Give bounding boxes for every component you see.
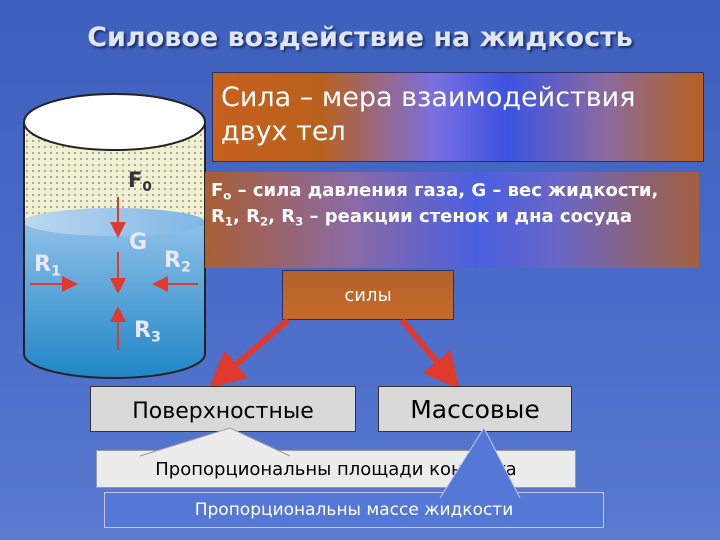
arrow-to-surface <box>208 317 290 388</box>
label-f0: F0 <box>128 168 152 196</box>
label-r1: R1 <box>34 252 61 280</box>
label-g: G <box>129 230 148 255</box>
arrow-to-mass <box>399 318 460 390</box>
label-r2: R2 <box>164 248 191 276</box>
page-title: Силовое воздействие на жидкость <box>87 22 633 53</box>
forces-box: силы <box>282 270 454 320</box>
callout-surface <box>139 427 291 457</box>
mass-forces-box: Массовые <box>378 386 572 432</box>
definition-box: Сила – мера взаимодействия двух тел <box>212 72 704 162</box>
label-r3: R3 <box>134 318 161 346</box>
vessel-opening <box>23 93 206 151</box>
legend-box: Fо – сила давления газа, G – вес жидкост… <box>205 172 699 268</box>
mass-property-box: Пропорциональны массе жидкости <box>104 492 604 528</box>
water-body <box>24 222 205 378</box>
callout-mass <box>439 426 521 499</box>
gas-region <box>24 122 205 227</box>
surface-forces-box: Поверхностные <box>90 386 356 432</box>
vessel-illustration <box>23 93 206 379</box>
